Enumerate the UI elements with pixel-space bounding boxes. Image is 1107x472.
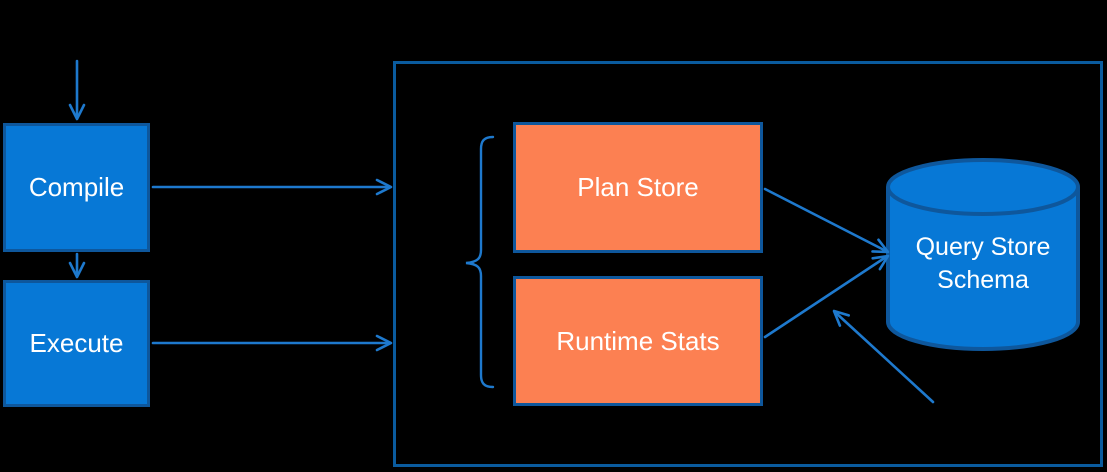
node-query-store-schema-label: Query Store Schema <box>915 233 1051 294</box>
arrow-runtime-stats-to-schema <box>763 254 890 339</box>
database-cylinder-icon <box>886 158 1080 351</box>
arrow-into-compile <box>68 59 86 121</box>
arrow-plan-store-to-schema <box>763 187 890 254</box>
node-runtime-stats: Runtime Stats <box>513 276 763 406</box>
arrow-compile-to-execute <box>68 252 86 279</box>
node-runtime-stats-label: Runtime Stats <box>556 325 720 356</box>
arrow-async-to-schema <box>832 309 935 404</box>
arrow-compile-to-container <box>151 178 393 196</box>
query-store-container-box <box>393 61 1103 467</box>
node-plan-store: Plan Store <box>513 122 763 253</box>
grouping-brace <box>465 135 495 389</box>
node-plan-store-label: Plan Store <box>577 172 699 202</box>
node-compile: Compile <box>3 123 150 252</box>
node-execute: Execute <box>3 280 150 407</box>
arrow-execute-to-container <box>151 334 393 352</box>
node-compile-label: Compile <box>28 172 125 202</box>
node-execute-label: Execute <box>29 328 124 358</box>
